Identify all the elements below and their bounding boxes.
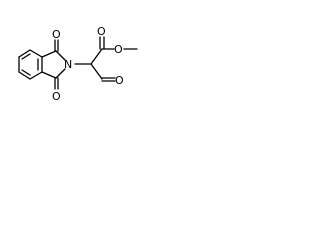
imide-carbonyls — [54, 39, 59, 90]
atom-label-o-imide-top: O — [52, 28, 61, 41]
benzene-ring — [18, 49, 43, 80]
ring-inner-bond — [21, 69, 31, 76]
imide-ring — [41, 50, 66, 79]
ring-bond — [18, 49, 31, 58]
ring-bond — [18, 71, 31, 80]
ring-bond — [29, 71, 43, 80]
ring-inner-bond — [21, 53, 31, 60]
imide-bond — [55, 68, 66, 79]
ca-ester-bond — [90, 48, 103, 65]
atom-label-n: N — [64, 58, 72, 71]
ring-bond — [29, 49, 43, 58]
imide-bond — [41, 71, 57, 79]
molecule-diagram: N O O O O O — [18, 25, 138, 103]
atom-label-o-ester-carbonyl: O — [97, 25, 106, 38]
atom-label-o-aldehyde: O — [115, 74, 124, 87]
imide-bond — [55, 50, 66, 61]
imide-bond — [41, 50, 57, 58]
atom-label-o-ester-ether: O — [114, 43, 123, 56]
ca-aldehyde-bond — [90, 63, 103, 80]
atom-label-o-imide-bottom: O — [52, 90, 61, 103]
